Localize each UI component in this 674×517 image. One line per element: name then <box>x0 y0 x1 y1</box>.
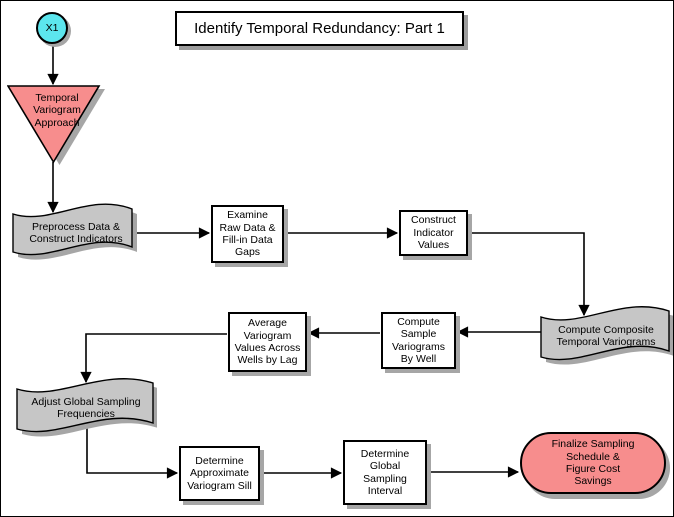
adjust-global-sampling-node: Adjust Global Sampling Frequencies <box>15 373 157 447</box>
diagram-title: Identify Temporal Redundancy: Part 1 <box>175 11 464 46</box>
connector-adjust-to-sill <box>86 421 179 479</box>
examine-raw-data-label: Examine Raw Data & Fill-in Data Gaps <box>219 209 276 259</box>
tape-shape <box>12 203 137 260</box>
determine-variogram-sill-node: Determine Approximate Variogram Sill <box>179 446 260 501</box>
start-node-label: X1 <box>45 22 59 34</box>
diagram-title-text: Identify Temporal Redundancy: Part 1 <box>194 20 445 37</box>
compute-sample-variograms-node: Compute Sample Variograms By Well <box>381 312 456 369</box>
determine-variogram-sill-label: Determine Approximate Variogram Sill <box>187 454 252 492</box>
determine-sampling-interval-node: Determine Global Sampling Interval <box>343 440 427 505</box>
construct-indicator-values-label: Construct Indicator Values <box>411 214 456 252</box>
finalize-sampling-schedule-node: Finalize Sampling Schedule & Figure Cost… <box>520 432 666 494</box>
compute-composite-variograms-node: Compute Composite Temporal Variograms <box>539 301 673 375</box>
connector-construct-to-composite <box>469 232 590 317</box>
temporal-variogram-approach-node: Temporal Variogram Approach <box>7 84 107 170</box>
examine-raw-data-node: Examine Raw Data & Fill-in Data Gaps <box>211 205 284 263</box>
preprocess-data-node: Preprocess Data & Construct Indicators <box>11 198 141 268</box>
determine-sampling-interval-label: Determine Global Sampling Interval <box>360 447 410 497</box>
tape-shape <box>540 306 673 365</box>
compute-sample-variograms-label: Compute Sample Variograms By Well <box>392 315 445 365</box>
start-node: X1 <box>36 12 68 44</box>
average-variogram-values-node: Average Variogram Values Across Wells by… <box>228 312 307 372</box>
tape-shape <box>16 378 157 437</box>
triangle-down-shape <box>7 85 105 165</box>
finalize-sampling-schedule-label: Finalize Sampling Schedule & Figure Cost… <box>551 438 635 488</box>
construct-indicator-values-node: Construct Indicator Values <box>399 210 468 256</box>
average-variogram-values-label: Average Variogram Values Across Wells by… <box>234 317 301 367</box>
connector-average-to-adjust <box>80 333 227 384</box>
